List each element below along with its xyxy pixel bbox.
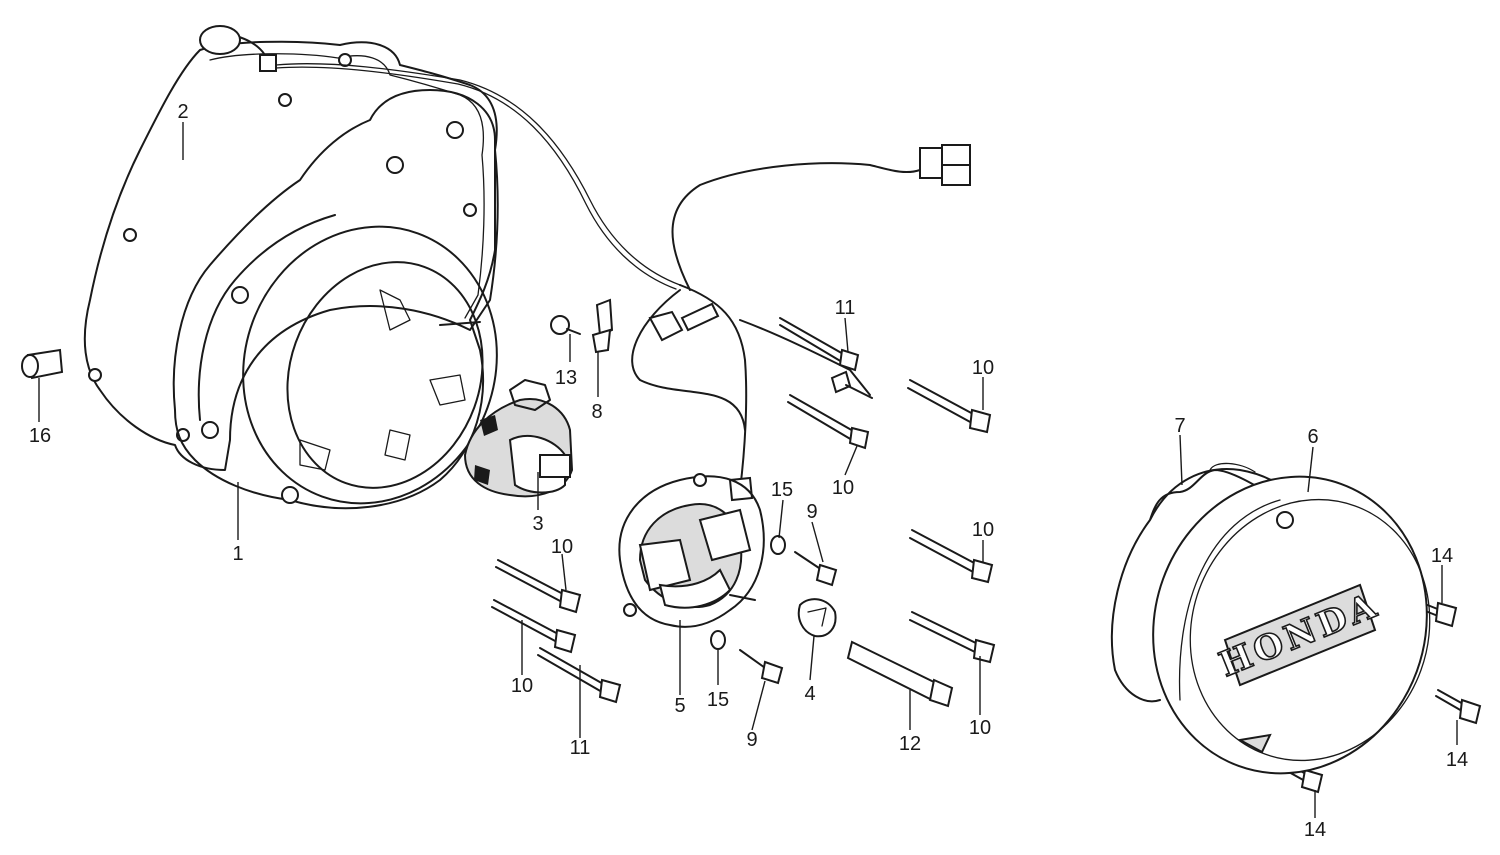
- cover-gasket-part-7: [1110, 462, 1301, 703]
- callout-9-lower: 9: [746, 729, 757, 751]
- callout-10-right-top: 10: [972, 357, 994, 379]
- wiring-harness: [199, 25, 971, 502]
- left-crankcase-cover-part-1: [172, 89, 498, 510]
- callout-7: 7: [1174, 415, 1185, 437]
- stator-part-5: [618, 473, 765, 628]
- callout-12: 12: [899, 733, 921, 755]
- callout-14-top: 14: [1431, 545, 1453, 567]
- callout-5: 5: [674, 695, 685, 717]
- callout-3: 3: [532, 513, 543, 535]
- callout-2: 2: [177, 101, 188, 123]
- callout-10-left-upper: 10: [551, 536, 573, 558]
- bolt-part-13: [550, 315, 581, 335]
- leader-lines: [38, 122, 1458, 818]
- callout-9-upper: 9: [806, 501, 817, 523]
- callout-15-lower: 15: [707, 689, 729, 711]
- callout-11-upper: 11: [835, 297, 856, 319]
- callout-14-bottom: 14: [1304, 819, 1326, 841]
- callout-10-right-lower: 10: [969, 717, 991, 739]
- callout-14-right: 14: [1446, 749, 1468, 771]
- callout-1: 1: [232, 543, 243, 565]
- gasket-part-2: [83, 40, 499, 471]
- callout-11-lower: 11: [570, 737, 591, 759]
- callout-8: 8: [591, 401, 602, 423]
- callout-labels: 2 1 3 13 8 16 11 10 10 15 9 10 10 10 11 …: [29, 101, 1468, 841]
- bolts: [491, 317, 1482, 794]
- callout-13: 13: [555, 367, 577, 389]
- callout-10-right-middle: 10: [972, 519, 994, 541]
- callout-4: 4: [804, 683, 815, 705]
- dowel-pin-part-16: [21, 348, 64, 380]
- callout-16: 16: [29, 425, 51, 447]
- generator-cover-part-6: HONDA: [1152, 475, 1431, 775]
- callout-10-left-lower: 10: [511, 675, 533, 697]
- pulse-generator-part-3: [463, 379, 574, 498]
- callout-10-center: 10: [832, 477, 854, 499]
- callout-6: 6: [1307, 426, 1318, 448]
- clip-part-8: [591, 298, 614, 354]
- callout-15-upper: 15: [771, 479, 793, 501]
